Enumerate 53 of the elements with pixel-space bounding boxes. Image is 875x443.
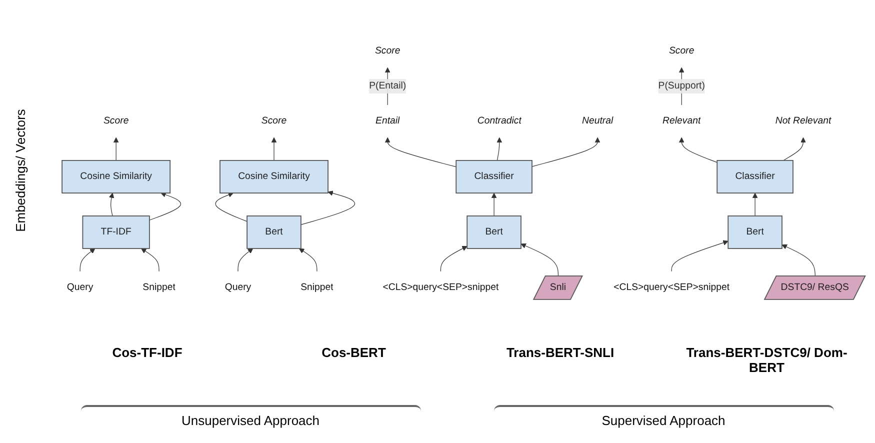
node-text: Query [224,282,252,293]
node-box: Classifier [716,160,794,194]
arrow [678,137,718,163]
arrow [752,192,758,216]
node-text: Query [66,282,94,293]
node-box: Bert [728,215,782,249]
node-box: Bert [246,215,302,249]
arrow [141,248,160,272]
node-text: Score [669,46,694,56]
node-text: Score [261,116,287,126]
node-box: Bert [466,215,522,249]
edge-label: P(Entail) [369,80,406,92]
arrow [149,192,182,220]
node-text: Entail [376,116,400,126]
node-text: Neutral [582,116,614,126]
arrow [783,137,806,161]
arrow [215,192,248,222]
node-box: Classifier [456,160,532,194]
approach-label: Unsupervised Approach [80,405,420,428]
bracket-label: Embeddings/ Vectors [12,108,28,232]
arrow [238,248,254,272]
node-box: Cosine Similarity [220,160,328,194]
node-box: Cosine Similarity [62,160,171,194]
arrow [491,192,497,216]
node-text: Score [375,46,400,56]
node-text: Not Relevant [775,116,832,126]
arrow [520,243,559,277]
arrow [496,137,502,161]
arrow [298,248,318,272]
arrow [384,137,456,168]
model-name: Trans-BERT-SNLI [505,345,616,362]
arrow [671,240,728,272]
model-name: Cos-TF-IDF [111,345,184,362]
node-box: TF-IDF [82,215,150,249]
node-text: Relevant [662,116,701,126]
arrow [300,190,356,225]
arrow [440,246,468,272]
model-name: Cos-BERT [320,345,387,362]
node-text: Snippet [300,282,334,293]
approach-label: Supervised Approach [494,405,834,428]
arrow [108,192,114,216]
node-text: Contradict [477,116,522,126]
arrow [271,137,277,161]
arrow [532,137,600,167]
arrow [113,137,119,161]
model-name: Trans-BERT-DSTC9/ Dom-BERT [685,345,848,375]
edge-label: P(Support) [658,80,705,92]
node-text: <CLS>query<SEP>snippet [614,282,730,293]
arrow [80,248,96,272]
node-text: Score [103,116,129,126]
node-text: <CLS>query<SEP>snippet [382,282,499,293]
node-text: Snippet [142,282,176,293]
arrow [782,244,816,277]
